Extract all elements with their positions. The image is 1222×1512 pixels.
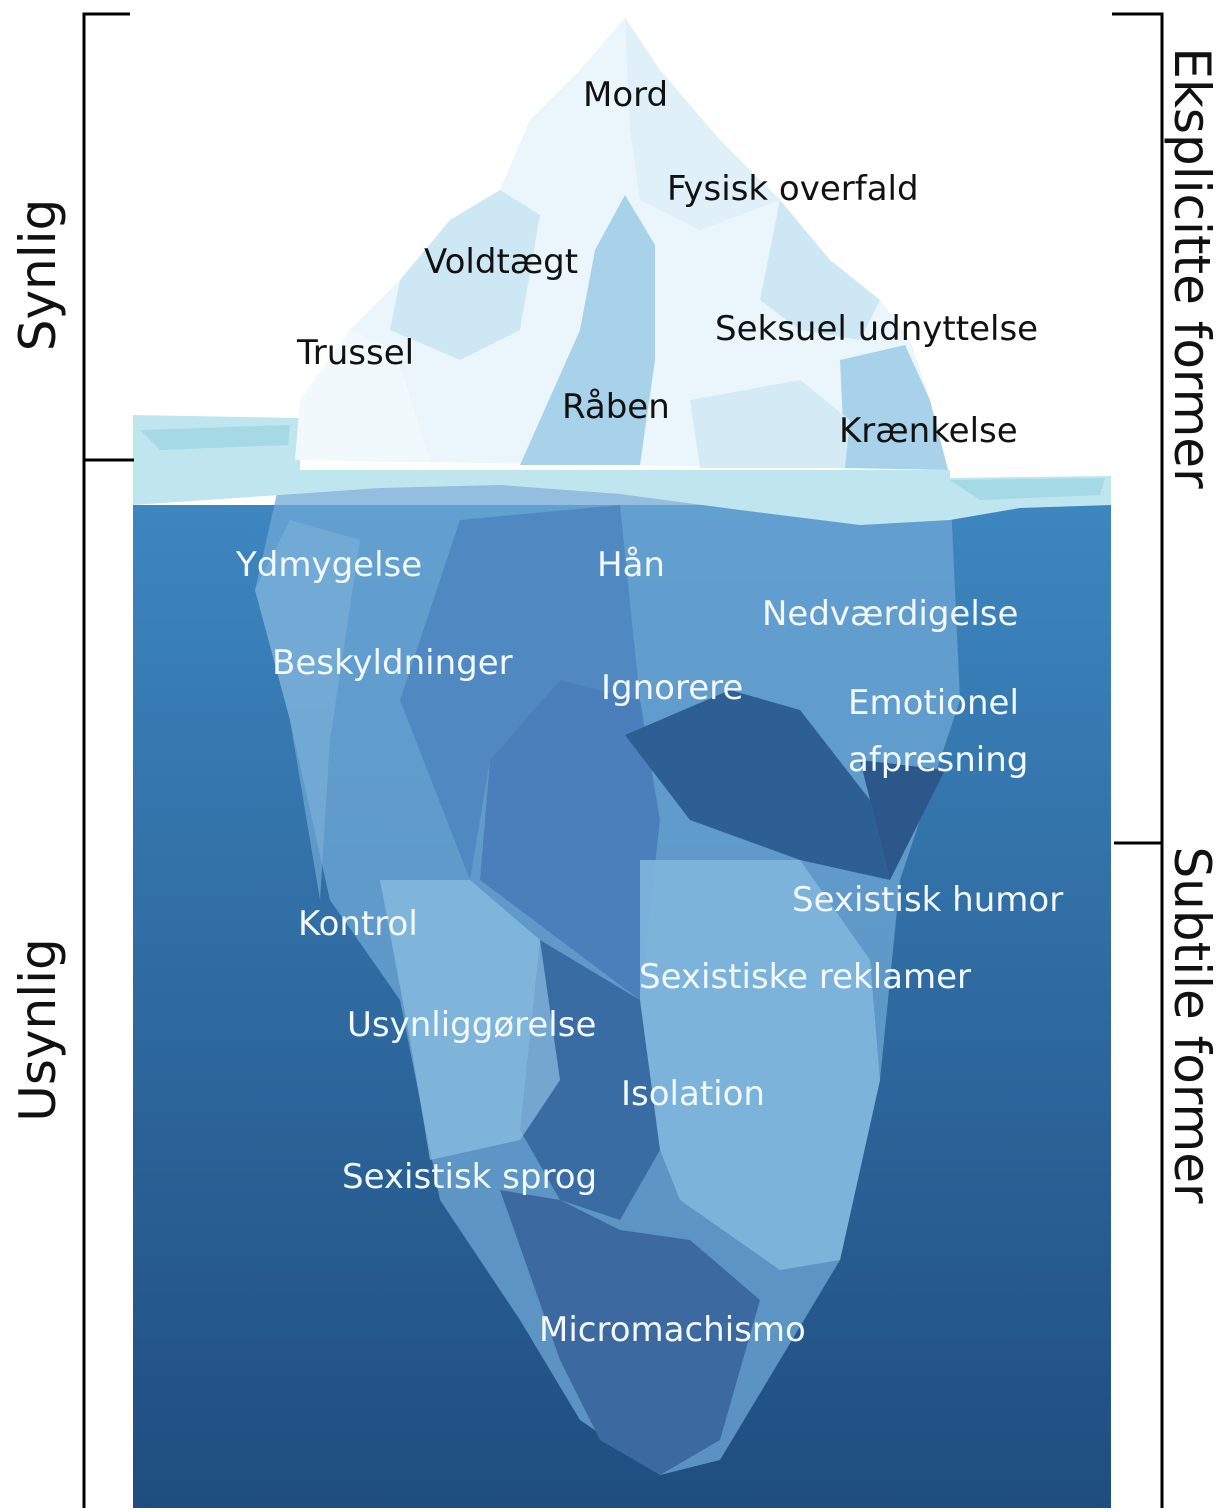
- label-beskyldninger: Beskyldninger: [272, 646, 513, 680]
- right-bracket: [1112, 14, 1162, 1508]
- label-raben: Råben: [562, 390, 670, 424]
- label-subtile-former: Subtile former: [1167, 846, 1217, 1203]
- label-fysisk-overfald: Fysisk overfald: [667, 172, 919, 206]
- label-afpresning: afpresning: [848, 743, 1028, 777]
- left-bracket: [84, 14, 134, 1508]
- label-ydmygelse: Ydmygelse: [236, 548, 422, 582]
- label-sexistiske-reklamer: Sexistiske reklamer: [639, 960, 971, 994]
- label-kontrol: Kontrol: [298, 907, 418, 941]
- label-han: Hån: [597, 548, 665, 582]
- label-usynlig: Usynlig: [13, 938, 63, 1121]
- label-usynliggorelse: Usynliggørelse: [347, 1008, 596, 1042]
- label-ignorere: Ignorere: [601, 671, 743, 705]
- label-eksplicitte-former: Eksplicitte former: [1167, 47, 1217, 488]
- label-sexistisk-humor: Sexistisk humor: [792, 883, 1063, 917]
- label-synlig: Synlig: [13, 199, 63, 352]
- label-isolation: Isolation: [621, 1077, 765, 1111]
- label-trussel: Trussel: [297, 336, 414, 370]
- label-voldtaegt: Voldtægt: [424, 245, 578, 279]
- label-seksuel-udnyttelse: Seksuel udnyttelse: [715, 312, 1038, 346]
- label-micromachismo: Micromachismo: [539, 1313, 806, 1347]
- label-kraenkelse: Krænkelse: [839, 414, 1018, 448]
- label-emotionel: Emotionel: [848, 686, 1019, 720]
- label-sexistisk-sprog: Sexistisk sprog: [342, 1160, 597, 1194]
- label-nedvaerdigelse: Nedværdigelse: [762, 597, 1018, 631]
- label-mord: Mord: [583, 78, 668, 112]
